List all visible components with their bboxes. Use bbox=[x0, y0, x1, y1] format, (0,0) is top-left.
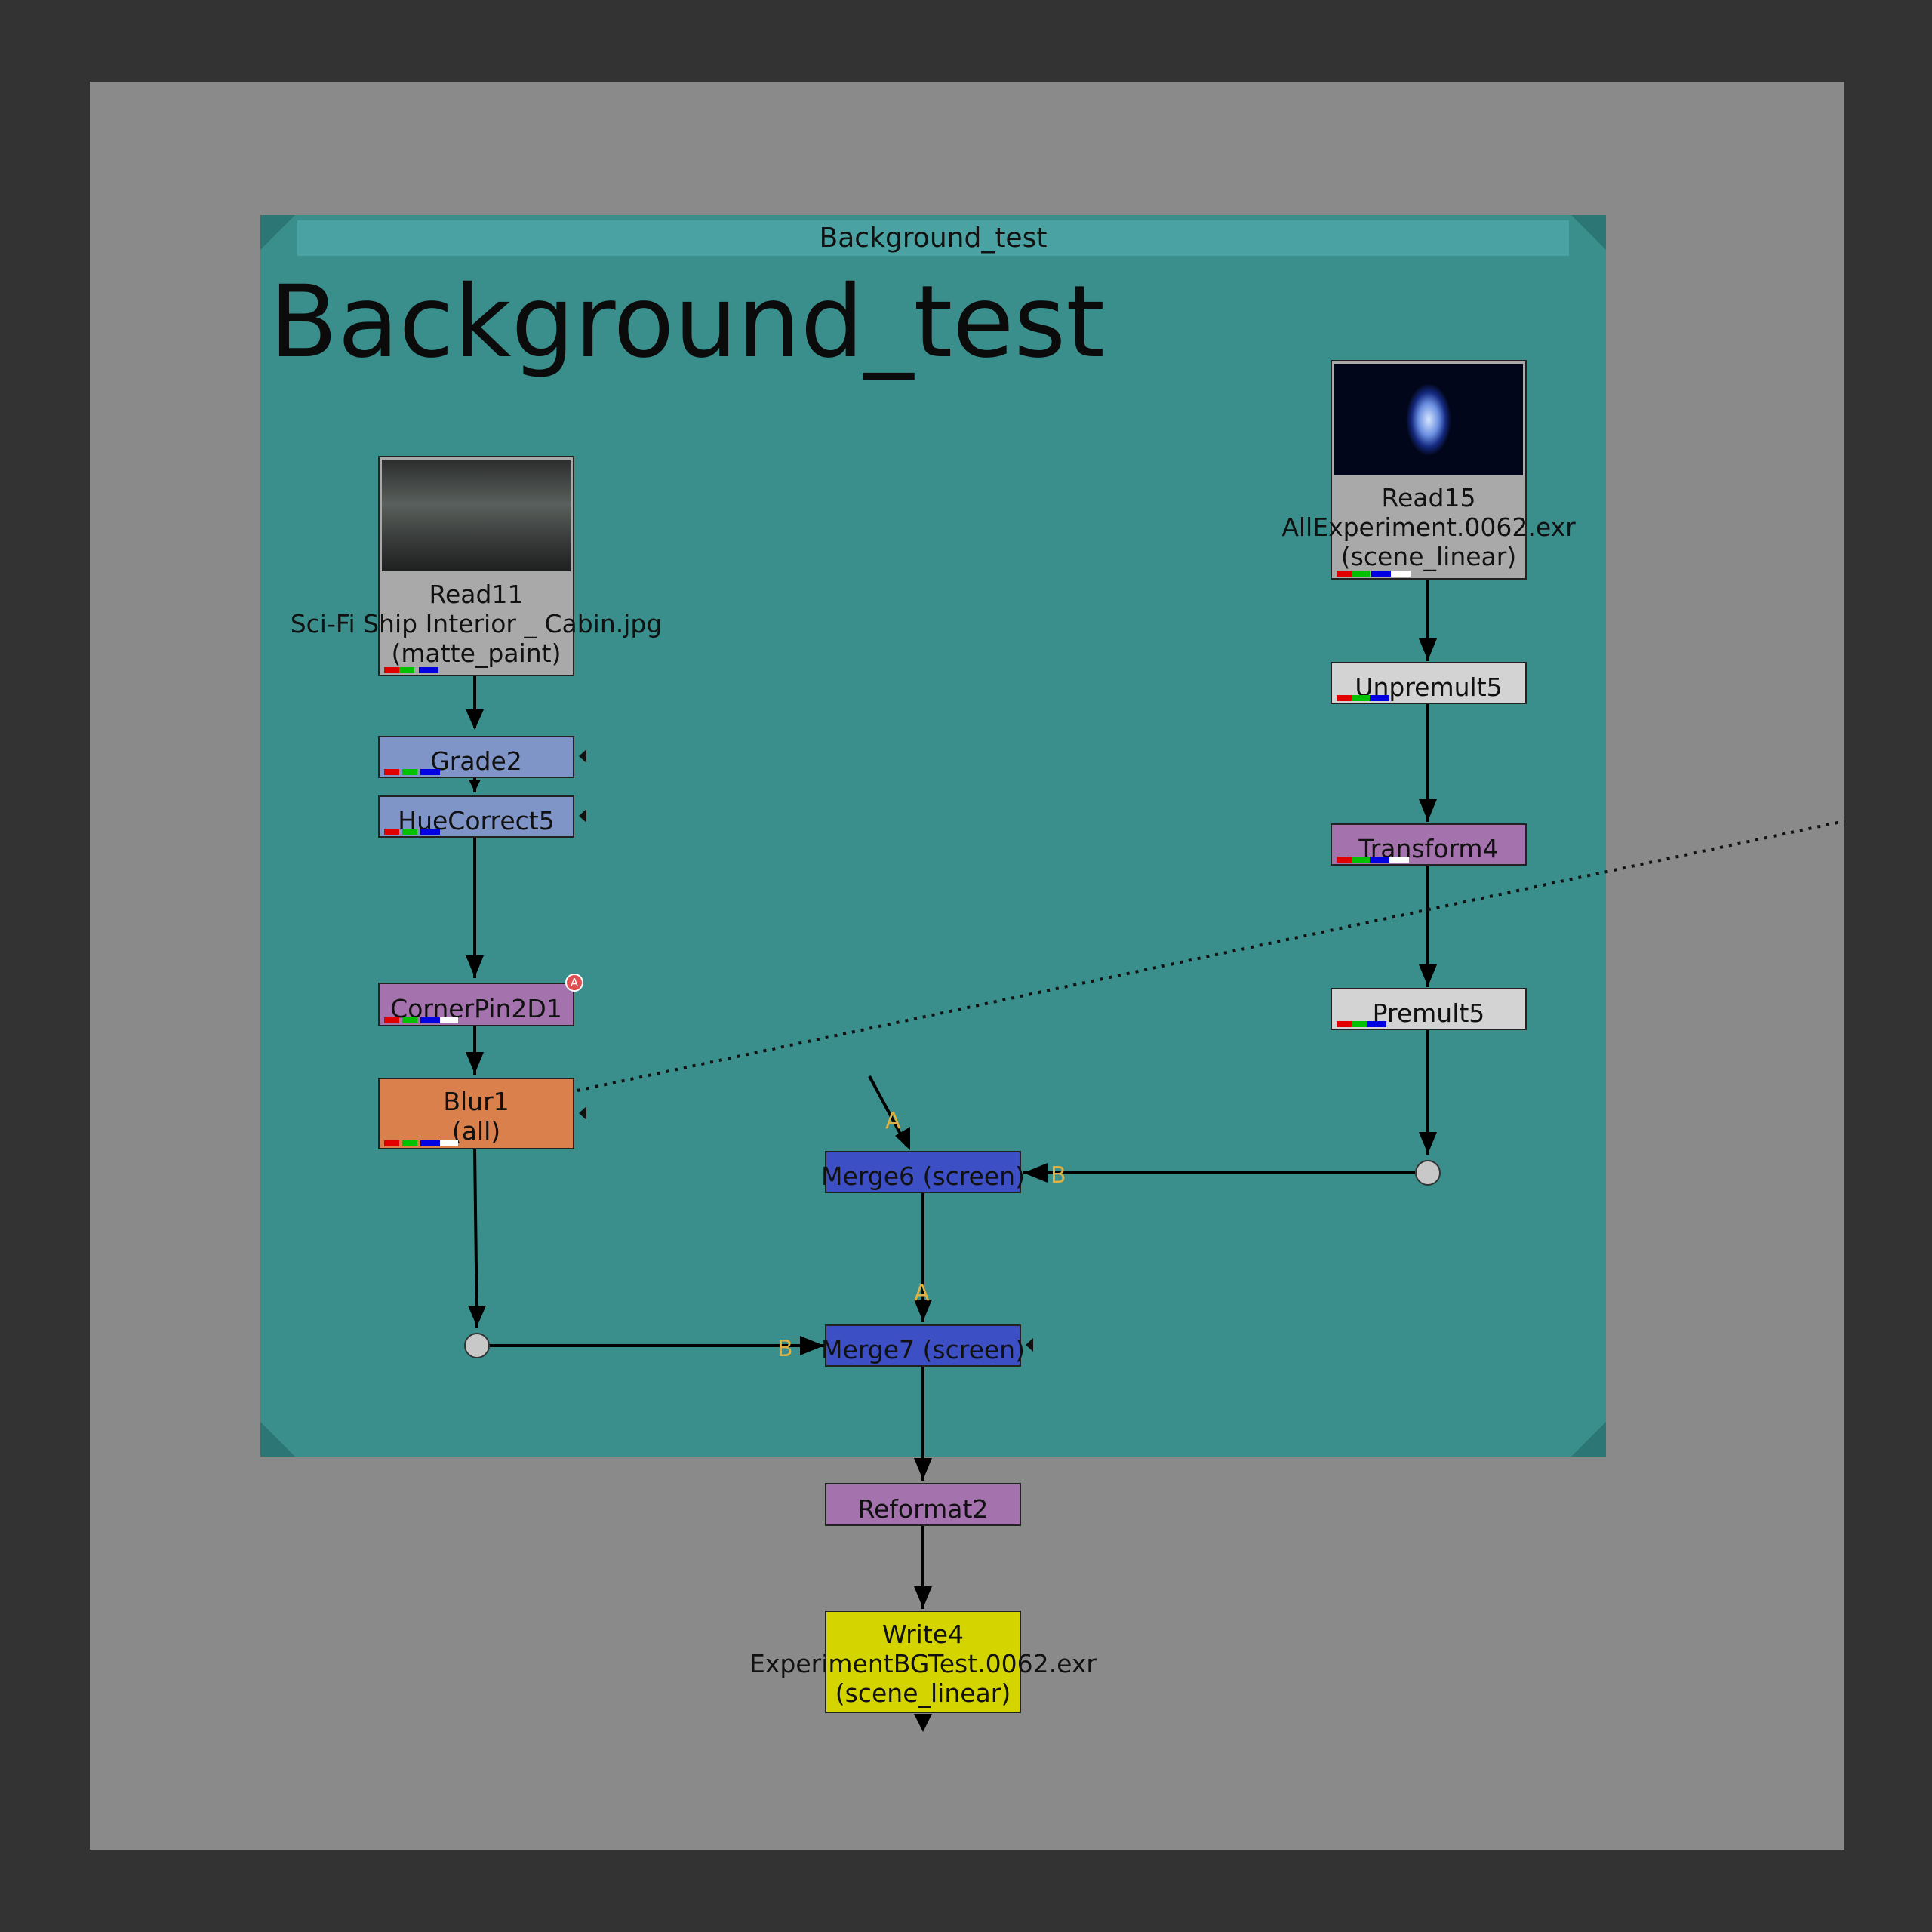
channel-red bbox=[1337, 571, 1352, 577]
node-merge6[interactable]: Merge6 (screen) bbox=[821, 1151, 1025, 1193]
channel-green bbox=[1352, 857, 1370, 863]
merge7-name: Merge7 (screen) bbox=[821, 1335, 1025, 1364]
backdrop-corners bbox=[260, 215, 1606, 1457]
write4-colorspace: (scene_linear) bbox=[835, 1678, 1011, 1708]
transform4-name: Transform4 bbox=[1358, 834, 1499, 863]
dot-node-left[interactable] bbox=[464, 1333, 490, 1358]
read15-colorspace: (scene_linear) bbox=[1340, 542, 1517, 571]
huecorrect5-name: HueCorrect5 bbox=[398, 806, 555, 835]
channel-blue bbox=[1370, 695, 1389, 701]
premult5-name: Premult5 bbox=[1372, 998, 1485, 1028]
node-premult5[interactable]: Premult5 bbox=[1331, 988, 1527, 1030]
merge6-input-b-label: B bbox=[1051, 1162, 1066, 1189]
merge6-name: Merge6 (screen) bbox=[821, 1161, 1025, 1191]
mask-input-arrow[interactable] bbox=[579, 1106, 586, 1120]
backdrop-label: Background_test bbox=[269, 264, 1105, 380]
cornerpin2d1-name: CornerPin2D1 bbox=[390, 994, 562, 1023]
node-cornerpin2d1[interactable]: CornerPin2D1 A bbox=[378, 974, 583, 1026]
channel-green bbox=[402, 829, 417, 835]
expression-link bbox=[577, 820, 1845, 1092]
merge7-input-a-label: A bbox=[914, 1280, 930, 1306]
channel-blue bbox=[420, 769, 440, 775]
node-blur1[interactable]: Blur1 (all) bbox=[378, 1078, 586, 1149]
channel-red bbox=[384, 829, 399, 835]
node-reformat2[interactable]: Reformat2 bbox=[825, 1483, 1021, 1526]
node-merge7[interactable]: Merge7 (screen) bbox=[821, 1324, 1033, 1367]
node-huecorrect5[interactable]: HueCorrect5 bbox=[378, 795, 586, 838]
node-write4[interactable]: Write4 ExperimentBGTest.0062.exr (scene_… bbox=[749, 1611, 1097, 1713]
channel-red bbox=[1337, 1021, 1352, 1027]
node-grade2[interactable]: Grade2 bbox=[378, 736, 586, 778]
channel-alpha bbox=[440, 1017, 458, 1023]
read15-name: Read15 bbox=[1381, 483, 1476, 512]
node-read11[interactable]: Read11 Sci-Fi Ship Interior _ Cabin.jpg … bbox=[291, 456, 662, 676]
write4-file: ExperimentBGTest.0062.exr bbox=[749, 1649, 1097, 1678]
channel-alpha bbox=[440, 1140, 458, 1146]
channel-red bbox=[384, 1017, 399, 1023]
channel-green bbox=[399, 667, 414, 673]
blur1-channels: (all) bbox=[451, 1116, 501, 1146]
channel-green bbox=[1352, 571, 1370, 577]
read15-file: AllExperiment.0062.exr bbox=[1281, 512, 1576, 542]
channel-red bbox=[384, 769, 399, 775]
reformat2-name: Reformat2 bbox=[857, 1494, 989, 1524]
channel-blue bbox=[419, 667, 438, 673]
read11-colorspace: (matte_paint) bbox=[391, 638, 561, 668]
backdrop-title-bar[interactable]: Background_test bbox=[297, 220, 1569, 256]
channel-red bbox=[384, 667, 399, 673]
channel-green bbox=[402, 769, 417, 775]
channel-alpha bbox=[1391, 571, 1411, 577]
channel-blue bbox=[1367, 1021, 1386, 1027]
channel-red bbox=[1337, 857, 1352, 863]
channel-green bbox=[1352, 1021, 1367, 1027]
read11-name: Read11 bbox=[429, 580, 524, 609]
node-transform4[interactable]: Transform4 bbox=[1331, 823, 1527, 866]
channel-blue bbox=[1371, 571, 1391, 577]
backdrop-title: Background_test bbox=[819, 223, 1048, 254]
mask-input-arrow[interactable] bbox=[1026, 1338, 1033, 1352]
unpremult5-name: Unpremult5 bbox=[1355, 672, 1503, 702]
read11-file: Sci-Fi Ship Interior _ Cabin.jpg bbox=[290, 609, 663, 638]
channel-blue bbox=[420, 1140, 440, 1146]
channel-red bbox=[384, 1140, 399, 1146]
mask-input-arrow[interactable] bbox=[579, 749, 586, 763]
read15-thumbnail bbox=[1334, 364, 1523, 475]
channel-blue bbox=[420, 1017, 440, 1023]
channel-alpha bbox=[1389, 857, 1409, 863]
blur1-name: Blur1 bbox=[443, 1087, 509, 1116]
write4-name: Write4 bbox=[881, 1620, 964, 1649]
channel-green bbox=[402, 1017, 417, 1023]
mask-input-arrow[interactable] bbox=[579, 809, 586, 823]
read11-thumbnail bbox=[382, 460, 571, 571]
dot-node-right[interactable] bbox=[1415, 1160, 1441, 1186]
merge7-input-b-label: B bbox=[777, 1336, 793, 1362]
node-unpremult5[interactable]: Unpremult5 bbox=[1331, 662, 1527, 704]
channel-green bbox=[402, 1140, 417, 1146]
merge6-input-a-label: A bbox=[885, 1108, 901, 1134]
channel-red bbox=[1337, 695, 1352, 701]
animation-badge-icon: A bbox=[565, 974, 583, 992]
node-read15[interactable]: Read15 AllExperiment.0062.exr (scene_lin… bbox=[1281, 360, 1576, 580]
grade2-name: Grade2 bbox=[430, 746, 522, 776]
wire-blur-dot bbox=[473, 1149, 478, 1329]
channel-green bbox=[1352, 695, 1370, 701]
channel-blue bbox=[1370, 857, 1389, 863]
channel-blue bbox=[420, 829, 440, 835]
